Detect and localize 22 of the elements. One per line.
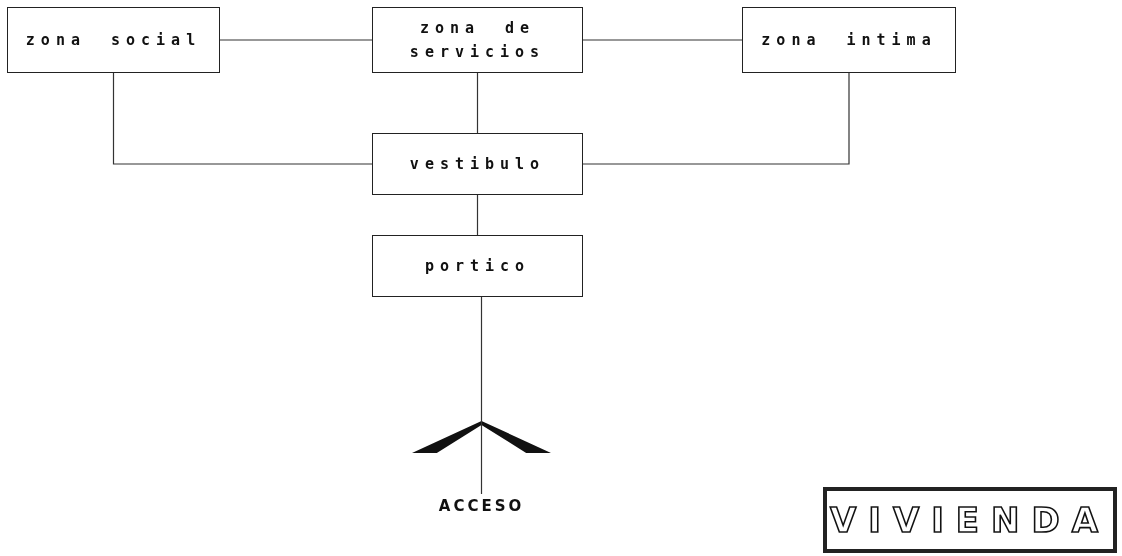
zone-box bbox=[742, 7, 956, 73]
entrance-label: ACCESO bbox=[438, 496, 525, 517]
title-text: VIVIENDA bbox=[829, 508, 1111, 532]
connector-line bbox=[476, 194, 479, 236]
connector-line bbox=[582, 72, 850, 165]
zone-box bbox=[372, 133, 583, 195]
zone-box bbox=[372, 7, 583, 73]
zone-label: zona social bbox=[25, 30, 202, 51]
connector-line bbox=[582, 39, 743, 41]
connector-line bbox=[219, 39, 373, 41]
zone-label: zona de servicios bbox=[408, 18, 547, 63]
zone-label: vestibulo bbox=[409, 154, 546, 175]
connector-line bbox=[480, 296, 483, 422]
connector-line bbox=[112, 72, 373, 165]
zone-box bbox=[7, 7, 220, 73]
zone-label: zona intima bbox=[761, 30, 937, 51]
zone-box bbox=[372, 235, 583, 297]
entrance-chevron-icon bbox=[412, 421, 551, 455]
connector-line bbox=[476, 72, 479, 134]
title-frame bbox=[823, 487, 1117, 553]
connector-line bbox=[480, 454, 483, 495]
zone-label: portico bbox=[424, 256, 531, 277]
